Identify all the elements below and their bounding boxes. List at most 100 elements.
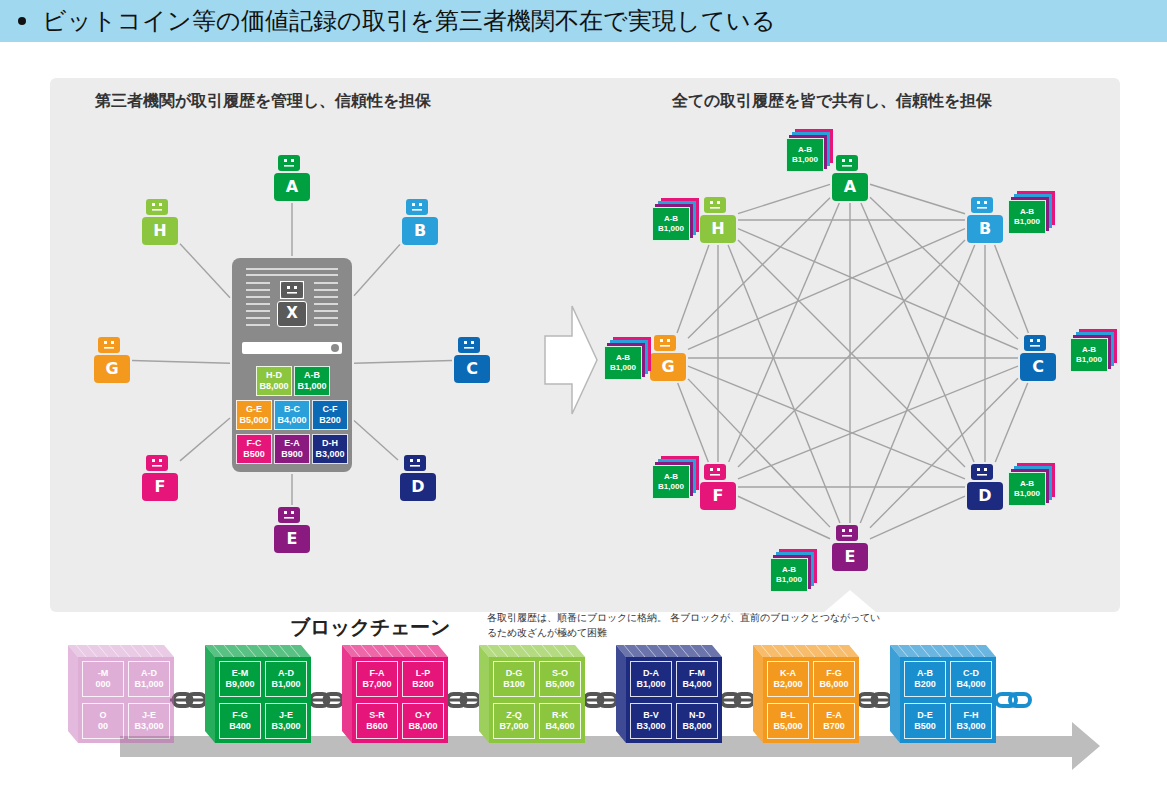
chain-block: -M000A-DB1,000O00J-EB3,000 (78, 657, 174, 743)
transaction-pair: B-L (781, 710, 796, 721)
ledger-stack: A-BB1,000 (652, 465, 690, 499)
letter-box: B (402, 217, 438, 245)
face-icon (278, 507, 300, 523)
transaction-pair: E-A (284, 438, 300, 449)
network-line (738, 220, 965, 221)
chain-link (718, 694, 757, 706)
network-line (870, 496, 965, 539)
ledger-stack: A-BB1,000 (1070, 338, 1108, 372)
transaction-amount: B8,000 (259, 381, 288, 392)
block-cell: E-MB9,000 (219, 661, 261, 697)
transaction-pair: F-H (964, 710, 979, 721)
block-cell: J-EB3,000 (128, 703, 170, 739)
transaction-amount: B200 (914, 679, 936, 690)
letter-box: E (832, 543, 868, 571)
person-node: C (1020, 335, 1056, 381)
face-icon (98, 337, 120, 353)
network-line (738, 496, 830, 539)
face-icon (836, 155, 858, 171)
block-cell: E-AB700 (813, 703, 855, 739)
transaction-pair: A-B (1020, 207, 1034, 217)
transaction-amount: B400 (229, 721, 251, 732)
transaction-amount: B900 (281, 449, 303, 460)
transaction-pair: A-B (798, 145, 812, 155)
block-cell: D-EB500 (904, 703, 946, 739)
transaction-amount: B500 (914, 721, 936, 732)
transaction-pair: R-K (552, 710, 568, 721)
transaction-amount: B1,000 (1076, 355, 1102, 365)
person-letter: F (700, 482, 736, 510)
person-node: E (274, 507, 310, 553)
transaction-pair: B-V (643, 710, 659, 721)
transaction-pair: F-G (826, 668, 842, 679)
network-line (738, 184, 830, 213)
title-text: ビットコイン等の価値記録の取引を第三者機関不在で実現している (42, 5, 776, 37)
grey-panel (50, 78, 1120, 612)
network-line (677, 245, 709, 333)
transaction-amount: 000 (95, 679, 110, 690)
face-icon (406, 199, 428, 215)
server-letter: X (278, 302, 306, 325)
network-line (870, 184, 965, 214)
transaction-pair: J-E (279, 710, 293, 721)
network-line (985, 245, 986, 462)
person-letter: A (274, 173, 310, 201)
transaction-amount: B5,000 (545, 679, 574, 690)
network-line (180, 418, 230, 461)
block-cell: A-BB200 (904, 661, 946, 697)
transaction-amount: B7,000 (499, 721, 528, 732)
transaction-pair: A-B (917, 668, 933, 679)
ledger-cell: A-BB1,000 (294, 366, 330, 396)
block-cell: -M000 (82, 661, 124, 697)
network-line (728, 245, 840, 523)
transaction-pair: A-B (1020, 479, 1034, 489)
block-cell: L-PB200 (402, 661, 444, 697)
network-line (738, 229, 1018, 350)
caption-note: 各取引履歴は、順番にブロックに格納。 各ブロックが、直前のブロックとつながってい… (487, 611, 882, 640)
block-cell: D-GB100 (493, 661, 535, 697)
callout-notch (823, 590, 877, 613)
block-cell: N-DB8,000 (676, 703, 718, 739)
network-line (292, 474, 293, 505)
ledger-cell: C-FB200 (312, 400, 348, 430)
transaction-pair: A-B (664, 214, 678, 224)
transaction-amount: B7,000 (362, 679, 391, 690)
transaction-amount: B1,000 (297, 381, 326, 392)
transaction-amount: B100 (503, 679, 525, 690)
transaction-pair: O (99, 710, 106, 721)
face-icon (281, 282, 303, 298)
person-letter: E (274, 525, 310, 553)
person-node: G (650, 335, 686, 381)
network-line (678, 383, 709, 462)
person-node: A (832, 155, 868, 201)
letter-box: F (700, 482, 736, 510)
transaction-amount: 00 (98, 721, 108, 732)
transaction-amount: B200 (412, 679, 434, 690)
block-cell: J-EB3,000 (265, 703, 307, 739)
block-cell: F-AB7,000 (356, 661, 398, 697)
ledger-cell: G-EB5,000 (236, 400, 272, 430)
person-node: E (832, 525, 868, 571)
transaction-amount: B4,000 (956, 679, 985, 690)
transaction-pair: D-A (643, 668, 659, 679)
transaction-pair: A-B (304, 370, 320, 381)
network-line (688, 358, 1018, 359)
person-node: D (967, 464, 1003, 510)
chain-link (170, 694, 209, 706)
face-icon (971, 464, 993, 480)
transaction-amount: B1,000 (658, 224, 684, 234)
block-cell: A-DB1,000 (265, 661, 307, 697)
transaction-amount: B1,000 (271, 679, 300, 690)
network-line (688, 379, 830, 527)
ledger-stack: A-BB1,000 (1008, 472, 1046, 506)
transaction-amount: B600 (366, 721, 388, 732)
transaction-amount: B1,000 (1014, 489, 1040, 499)
network-line (718, 245, 719, 462)
transaction-amount: B3,000 (134, 721, 163, 732)
face-icon (404, 455, 426, 471)
ledger-cell: D-HB3,000 (312, 434, 348, 464)
letter-box: C (454, 355, 490, 383)
block-cell: K-AB2,000 (767, 661, 809, 697)
transaction-amount: B700 (823, 721, 845, 732)
panel-heading: 第三者機関が取引履歴を管理し、信頼性を担保 (95, 91, 431, 112)
